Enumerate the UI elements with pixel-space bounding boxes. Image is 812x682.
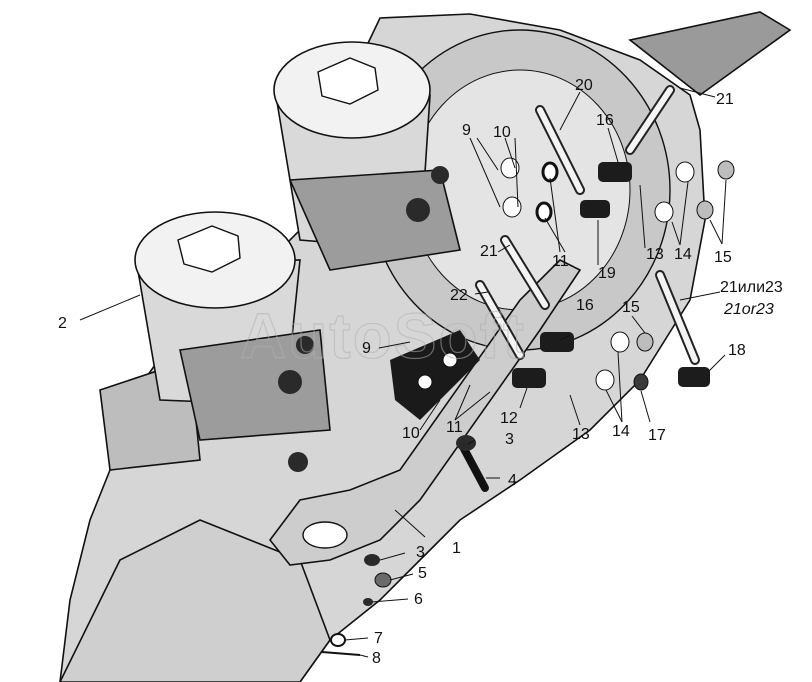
callout-1: 1 xyxy=(452,540,461,557)
callout-22: 22 xyxy=(450,287,468,304)
callout-15-lower: 15 xyxy=(622,299,640,316)
callout-13-lower: 13 xyxy=(572,426,590,443)
callout-8: 8 xyxy=(372,650,381,667)
callout-21-or-23-ru: 21или23 xyxy=(720,279,783,296)
callout-9-upper: 9 xyxy=(462,122,471,139)
callout-4: 4 xyxy=(508,472,517,489)
callout-14-upper: 14 xyxy=(674,246,692,263)
leader-lines xyxy=(79,87,727,658)
callout-21-middle: 21 xyxy=(480,243,498,260)
callout-16-lower: 16 xyxy=(576,297,594,314)
callout-5: 5 xyxy=(418,565,427,582)
callout-labels: 1 2 3 3 4 5 6 7 8 9 9 10 10 11 11 12 13 … xyxy=(58,77,783,667)
brake-chamber-upper xyxy=(273,41,461,271)
callout-9-lower: 9 xyxy=(362,340,371,357)
callout-16-upper: 16 xyxy=(596,112,614,129)
watermark-text: AutoSoft xyxy=(240,300,526,372)
callout-20: 20 xyxy=(575,77,593,94)
callout-12: 12 xyxy=(500,410,518,427)
callout-17: 17 xyxy=(648,427,666,444)
callout-14-lower: 14 xyxy=(612,423,630,440)
callout-11-upper: 11 xyxy=(552,253,569,270)
callout-13-upper: 13 xyxy=(646,246,664,263)
callout-2: 2 xyxy=(58,315,67,332)
callout-3-lower: 3 xyxy=(416,544,425,561)
callout-10-lower: 10 xyxy=(402,425,420,442)
callout-3-upper: 3 xyxy=(505,431,514,448)
callout-10-upper: 10 xyxy=(493,124,511,141)
callout-11-lower: 11 xyxy=(446,419,463,436)
callout-21-upper: 21 xyxy=(716,91,734,108)
callout-19: 19 xyxy=(598,265,616,282)
callout-21-or-23-en: 21or23 xyxy=(723,301,774,318)
callout-6: 6 xyxy=(414,591,423,608)
axle-housing xyxy=(59,11,792,682)
callout-7: 7 xyxy=(374,630,383,647)
mounting-bracket xyxy=(268,259,582,566)
callout-15-upper: 15 xyxy=(714,249,732,266)
bolts-and-nuts xyxy=(321,435,489,656)
callout-18: 18 xyxy=(728,342,746,359)
air-hoses xyxy=(475,85,700,365)
brake-chamber-lower xyxy=(134,211,331,472)
